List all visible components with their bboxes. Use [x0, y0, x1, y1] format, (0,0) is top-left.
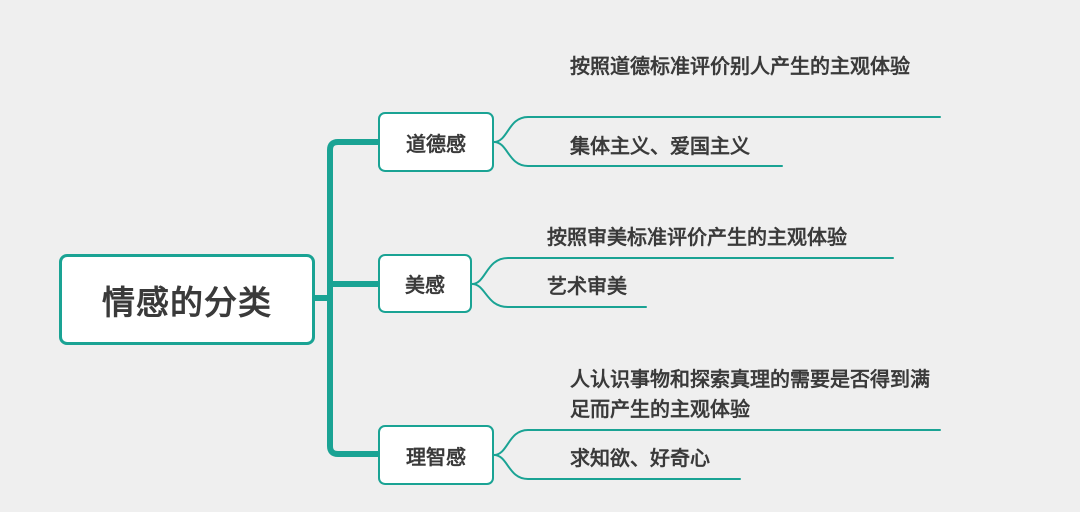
- rational-description: 人认识事物和探索真理的需要是否得到满足而产生的主观体验: [570, 367, 930, 421]
- moral-description: 按照道德标准评价别人产生的主观体验: [570, 54, 910, 78]
- beauty-branch-connector: [471, 257, 894, 285]
- aesthetic-example: 艺术审美: [547, 274, 627, 298]
- aesthetic-description: 按照审美标准评价产生的主观体验: [547, 225, 847, 249]
- moral-example-connector: [493, 141, 783, 167]
- root-node-emotion-classification: 情感的分类: [59, 254, 315, 345]
- branch-label-rational: 理智感: [406, 444, 466, 469]
- trunk-line: [327, 139, 381, 457]
- beauty-example-connector: [471, 283, 647, 308]
- branch-label-aesthetic: 美感: [405, 273, 445, 297]
- branch-node-moral-sense: 道德感: [378, 112, 494, 172]
- branch-label-moral: 道德感: [406, 131, 466, 156]
- rational-example: 求知欲、好奇心: [570, 446, 710, 470]
- moral-branch-connector: [493, 116, 941, 143]
- branch-node-rational-sense: 理智感: [378, 425, 494, 485]
- reason-example-connector: [493, 454, 741, 480]
- branch-node-aesthetic-sense: 美感: [378, 254, 472, 313]
- moral-example: 集体主义、爱国主义: [570, 134, 750, 158]
- root-label: 情感的分类: [102, 282, 272, 322]
- reason-branch-connector: [493, 429, 941, 456]
